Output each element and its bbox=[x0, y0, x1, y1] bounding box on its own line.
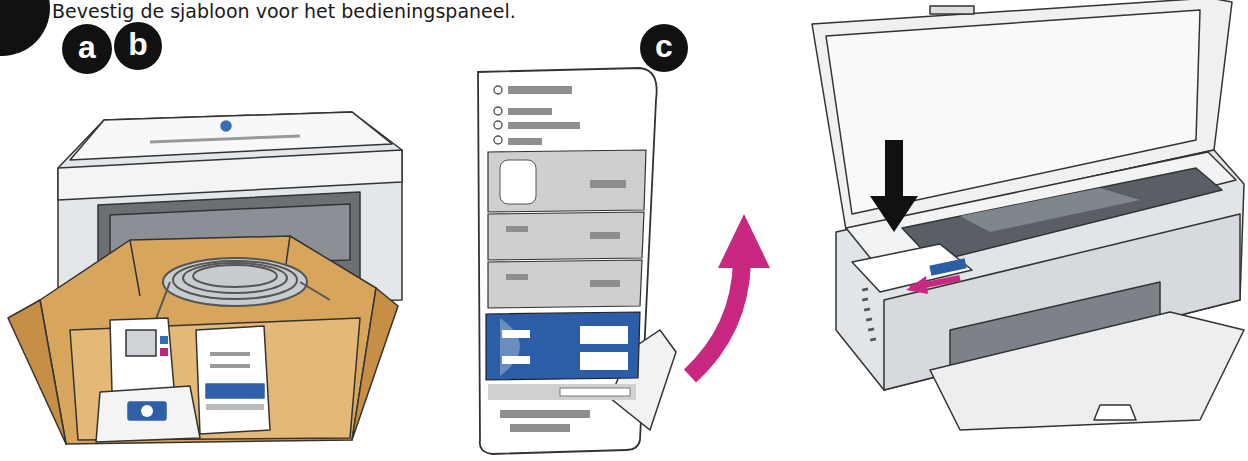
step-letter: b bbox=[128, 28, 148, 60]
step-title: Bevestig de sjabloon voor het bedienings… bbox=[52, 1, 516, 22]
step-letter: c bbox=[655, 30, 673, 62]
step-letter-circle: a bbox=[62, 24, 112, 74]
step-letter: a bbox=[78, 31, 96, 63]
step-letter-circle: b bbox=[114, 22, 162, 70]
control-panel-template bbox=[478, 68, 770, 454]
step-circle bbox=[0, 0, 50, 56]
printer-unpacking bbox=[8, 112, 402, 444]
printer-template-placement bbox=[812, 0, 1244, 430]
step-letter-circle: c bbox=[640, 24, 688, 72]
